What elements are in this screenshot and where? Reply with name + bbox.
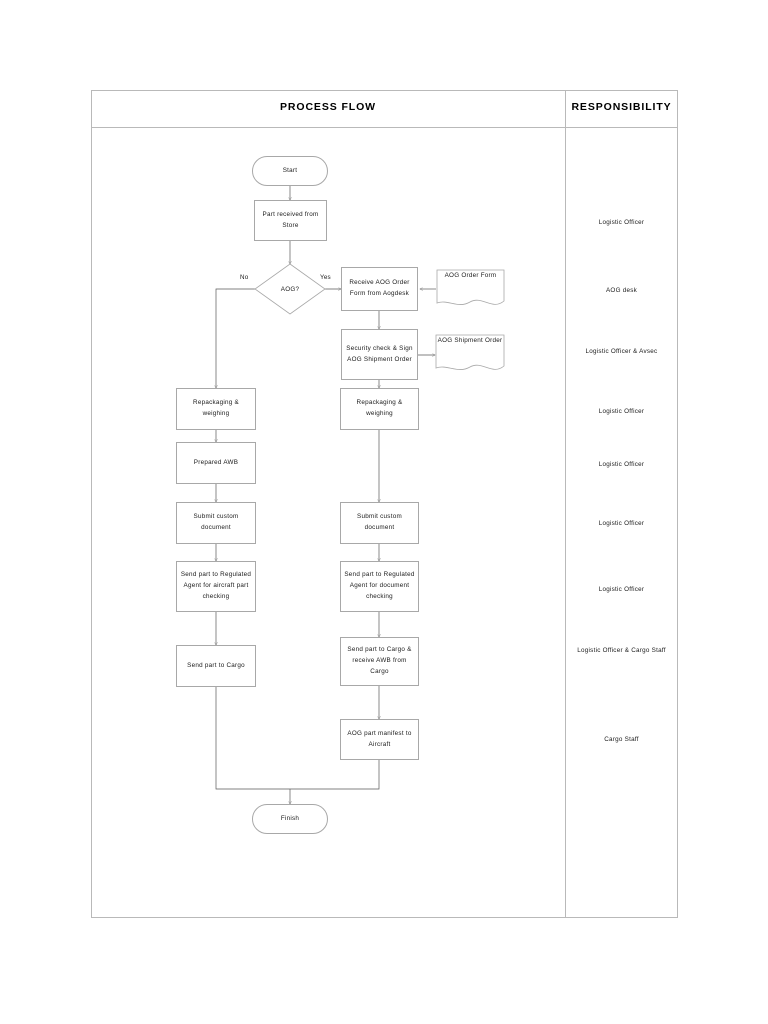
node-start[interactable]: Start	[252, 156, 328, 186]
responsibility-row-9: Cargo Staff	[604, 736, 639, 743]
node-regulated-agent-right[interactable]: Send part to Regulated Agent for documen…	[340, 561, 419, 612]
node-repackaging-right[interactable]: Repackaging & weighing	[340, 388, 419, 430]
column-header-process-flow: PROCESS FLOW	[280, 101, 376, 113]
node-send-cargo-right[interactable]: Send part to Cargo & receive AWB from Ca…	[340, 637, 419, 686]
node-repackaging-left-label: Repackaging & weighing	[193, 399, 239, 417]
node-repackaging-right-label: Repackaging & weighing	[356, 399, 403, 417]
doc-aog-order-form[interactable]: AOG Order Form	[436, 269, 505, 311]
node-aog-manifest-label: AOG part manifest to Aircraft	[347, 729, 412, 748]
header-divider	[91, 127, 678, 128]
node-receive-aog-order-form-label: Receive AOG Order Form from Aogdesk	[349, 279, 410, 297]
node-regulated-agent-right-label: Send part to Regulated Agent for documen…	[344, 571, 415, 600]
responsibility-row-8: Logistic Officer & Cargo Staff	[577, 647, 666, 654]
responsibility-row-2: AOG desk	[605, 287, 638, 294]
node-finish-label: Finish	[280, 814, 300, 822]
node-regulated-agent-left-label: Send part to Regulated Agent for aircraf…	[180, 571, 252, 600]
edge-label-yes: Yes	[320, 274, 331, 281]
doc-aog-shipment-order[interactable]: AOG Shipment Order	[435, 334, 505, 376]
doc-aog-order-form-label: AOG Order Form	[444, 272, 497, 279]
responsibility-row-6: Logistic Officer	[598, 520, 645, 527]
responsibility-row-1: Logistic Officer	[598, 219, 645, 226]
node-regulated-agent-left[interactable]: Send part to Regulated Agent for aircraf…	[176, 561, 256, 612]
node-submit-custom-left-label: Submit custom document	[193, 513, 239, 531]
node-aog-decision[interactable]: AOG?	[254, 263, 326, 315]
node-prepared-awb[interactable]: Prepared AWB	[176, 442, 256, 484]
responsibility-row-7: Logistic Officer	[598, 586, 645, 593]
node-submit-custom-right[interactable]: Submit custom document	[340, 502, 419, 544]
node-finish[interactable]: Finish	[252, 804, 328, 834]
responsibility-row-3: Logistic Officer & Avsec	[585, 348, 658, 355]
node-submit-custom-left[interactable]: Submit custom document	[176, 502, 256, 544]
node-part-received[interactable]: Part received from Store	[254, 200, 327, 241]
node-start-label: Start	[282, 166, 298, 174]
node-send-cargo-left[interactable]: Send part to Cargo	[176, 645, 256, 687]
node-security-check[interactable]: Security check & Sign AOG Shipment Order	[341, 329, 418, 380]
node-send-cargo-left-label: Send part to Cargo	[187, 661, 245, 669]
node-prepared-awb-label: Prepared AWB	[193, 458, 239, 466]
column-divider	[565, 90, 566, 918]
node-part-received-label: Part received from Store	[262, 210, 319, 229]
column-header-responsibility: RESPONSIBILITY	[571, 101, 672, 113]
doc-aog-shipment-order-label: AOG Shipment Order	[437, 337, 503, 344]
node-repackaging-left[interactable]: Repackaging & weighing	[176, 388, 256, 430]
node-security-check-label: Security check & Sign AOG Shipment Order	[346, 344, 413, 363]
node-send-cargo-right-label: Send part to Cargo & receive AWB from Ca…	[347, 646, 412, 675]
node-submit-custom-right-label: Submit custom document	[357, 513, 402, 531]
responsibility-row-4: Logistic Officer	[598, 408, 645, 415]
node-aog-decision-label: AOG?	[280, 285, 300, 293]
responsibility-row-5: Logistic Officer	[598, 461, 645, 468]
edge-label-no: No	[240, 274, 249, 281]
node-aog-manifest[interactable]: AOG part manifest to Aircraft	[340, 719, 419, 760]
node-receive-aog-order-form[interactable]: Receive AOG Order Form from Aogdesk	[341, 267, 418, 311]
